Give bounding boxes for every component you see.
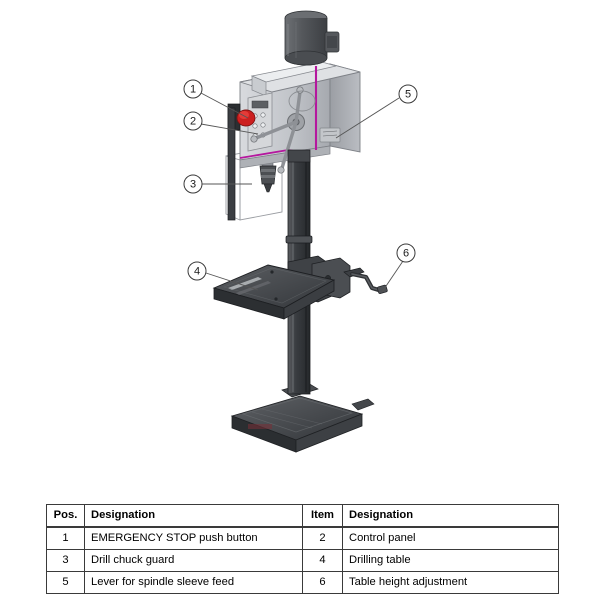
callout-marker-5[interactable]: 5 bbox=[398, 84, 418, 104]
cell-pos: 5 bbox=[46, 571, 85, 594]
callout-marker-1[interactable]: 1 bbox=[183, 79, 203, 99]
cell-designation-2: Table height adjustment bbox=[342, 571, 559, 594]
position-legend-table: Pos. Designation Item Designation 1 EMER… bbox=[46, 504, 559, 594]
leader-line-2 bbox=[200, 123, 259, 135]
spindle-feed-lever bbox=[250, 86, 341, 174]
header-designation: Designation bbox=[84, 504, 303, 528]
cell-designation: EMERGENCY STOP push button bbox=[84, 526, 303, 550]
callout-marker-3[interactable]: 3 bbox=[183, 174, 203, 194]
machine-illustration: 1 2 3 4 5 bbox=[183, 10, 418, 453]
leader-line-1 bbox=[200, 92, 249, 119]
leader-line-5 bbox=[335, 97, 400, 139]
callout-marker-2[interactable]: 2 bbox=[183, 111, 203, 131]
machine-drawing bbox=[212, 10, 388, 453]
leader-line-4 bbox=[205, 272, 259, 291]
cell-pos: 3 bbox=[46, 549, 85, 572]
callout-label-1: 1 bbox=[190, 84, 196, 96]
machine-base bbox=[230, 395, 375, 453]
cell-designation-2: Control panel bbox=[342, 526, 559, 550]
leader-line-6 bbox=[381, 260, 404, 293]
cell-designation: Lever for spindle sleeve feed bbox=[84, 571, 303, 594]
cell-pos: 1 bbox=[46, 526, 85, 550]
callout-label-3: 3 bbox=[190, 179, 196, 191]
table-row: 1 EMERGENCY STOP push button 2 Control p… bbox=[46, 526, 559, 550]
spindle-sleeve bbox=[287, 149, 311, 163]
cell-designation-2: Drilling table bbox=[342, 549, 559, 572]
cell-item: 2 bbox=[302, 526, 343, 550]
table-row: 5 Lever for spindle sleeve feed 6 Table … bbox=[46, 571, 559, 594]
callout-label-2: 2 bbox=[190, 116, 196, 128]
column-collar bbox=[285, 235, 313, 244]
cell-item: 6 bbox=[302, 571, 343, 594]
callout-label-4: 4 bbox=[194, 266, 200, 278]
header-designation-2: Designation bbox=[342, 504, 559, 528]
callout-layer: 1 2 3 4 5 bbox=[183, 79, 418, 293]
callout-label-5: 5 bbox=[405, 89, 411, 101]
table-height-crank bbox=[343, 267, 388, 294]
cell-designation: Drill chuck guard bbox=[84, 549, 303, 572]
cell-item: 4 bbox=[302, 549, 343, 572]
header-item: Item bbox=[302, 504, 343, 528]
table-row: 3 Drill chuck guard 4 Drilling table bbox=[46, 549, 559, 572]
drilling-table bbox=[212, 255, 351, 320]
callout-marker-4[interactable]: 4 bbox=[187, 261, 207, 281]
legend-header-row: Pos. Designation Item Designation bbox=[46, 504, 559, 528]
callout-marker-6[interactable]: 6 bbox=[396, 243, 416, 263]
header-pos: Pos. bbox=[46, 504, 85, 528]
guard-support-rail bbox=[227, 107, 236, 221]
callout-label-6: 6 bbox=[403, 248, 409, 260]
drive-motor bbox=[284, 10, 340, 66]
